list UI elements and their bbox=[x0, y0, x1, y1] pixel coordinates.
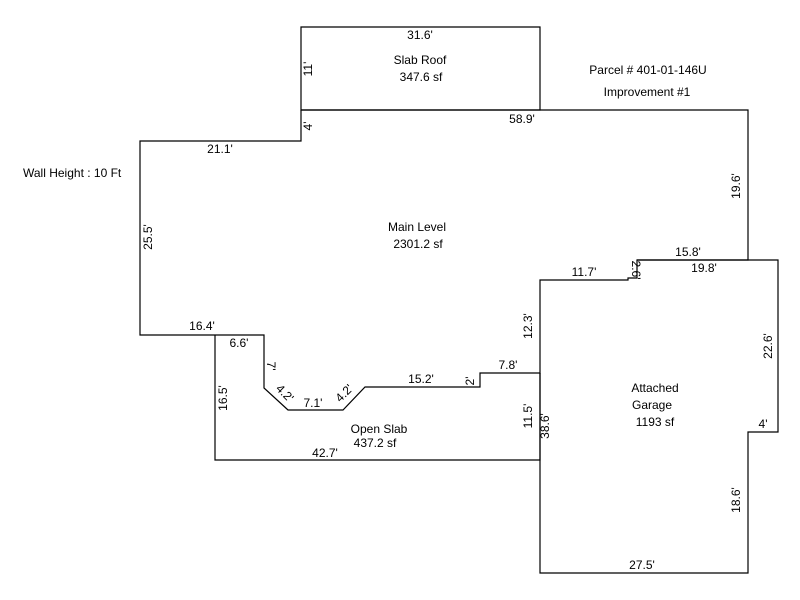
dim-open-right: 11.5' bbox=[521, 404, 535, 429]
dim-main-lower-left: 16.4' bbox=[189, 319, 215, 333]
dim-garage-top-right: 19.8' bbox=[691, 261, 717, 275]
dim-garage-top-mid: 15.8' bbox=[675, 245, 701, 259]
dim-main-right: 19.6' bbox=[729, 173, 743, 199]
garage-name-line2: Garage bbox=[632, 398, 672, 412]
improvement-label: Improvement #1 bbox=[604, 85, 691, 99]
dim-garage-top-left: 11.7' bbox=[572, 265, 597, 279]
dim-garage-right-lower: 18.6' bbox=[729, 487, 743, 513]
dim-step-4: 4' bbox=[301, 122, 315, 131]
dim-slab-top: 31.6' bbox=[407, 28, 433, 42]
dim-garage-right-upper: 22.6' bbox=[761, 333, 775, 359]
main-level-name: Main Level bbox=[388, 220, 446, 234]
dim-main-upper-left: 21.1' bbox=[207, 142, 233, 156]
garage-outline bbox=[539, 259, 779, 574]
dim-open-bottom: 42.7' bbox=[312, 446, 338, 460]
dim-slab-left: 11' bbox=[301, 62, 315, 77]
dim-main-top: 58.9' bbox=[509, 112, 535, 126]
dim-open-right-top: 7.8' bbox=[499, 358, 518, 372]
slab-roof-name: Slab Roof bbox=[394, 53, 447, 67]
slab-roof-area: 347.6 sf bbox=[400, 70, 443, 84]
dim-garage-right-step: 4' bbox=[759, 417, 768, 431]
dim-open-top: 6.6' bbox=[230, 336, 249, 350]
dim-garage-step: 2.6' bbox=[629, 261, 643, 280]
main-level-outline bbox=[139, 109, 749, 411]
dim-diag-right: 4.2' bbox=[333, 382, 356, 405]
dim-main-left: 25.5' bbox=[141, 224, 155, 250]
dim-main-garage-left: 12.3' bbox=[521, 313, 535, 339]
open-slab-name: Open Slab bbox=[351, 422, 408, 436]
parcel-number: Parcel # 401-01-146U bbox=[589, 63, 706, 77]
dim-open-left: 16.5' bbox=[216, 385, 230, 411]
main-level-area: 2301.2 sf bbox=[393, 237, 443, 251]
wall-height-label: Wall Height : 10 Ft bbox=[23, 166, 122, 180]
dim-open-mid: 15.2' bbox=[408, 372, 434, 386]
dim-step-2: 2' bbox=[463, 377, 477, 386]
garage-name-line1: Attached bbox=[631, 381, 678, 395]
garage-area: 1193 sf bbox=[636, 415, 675, 429]
dim-diag-left: 4.2' bbox=[273, 382, 296, 405]
open-slab-area: 437.2 sf bbox=[354, 436, 397, 450]
dim-notch-7: 7' bbox=[264, 362, 278, 371]
dim-garage-left: 38.6' bbox=[538, 413, 552, 439]
dim-notch-bottom: 7.1' bbox=[304, 396, 323, 410]
dim-garage-bottom: 27.5' bbox=[629, 558, 655, 572]
